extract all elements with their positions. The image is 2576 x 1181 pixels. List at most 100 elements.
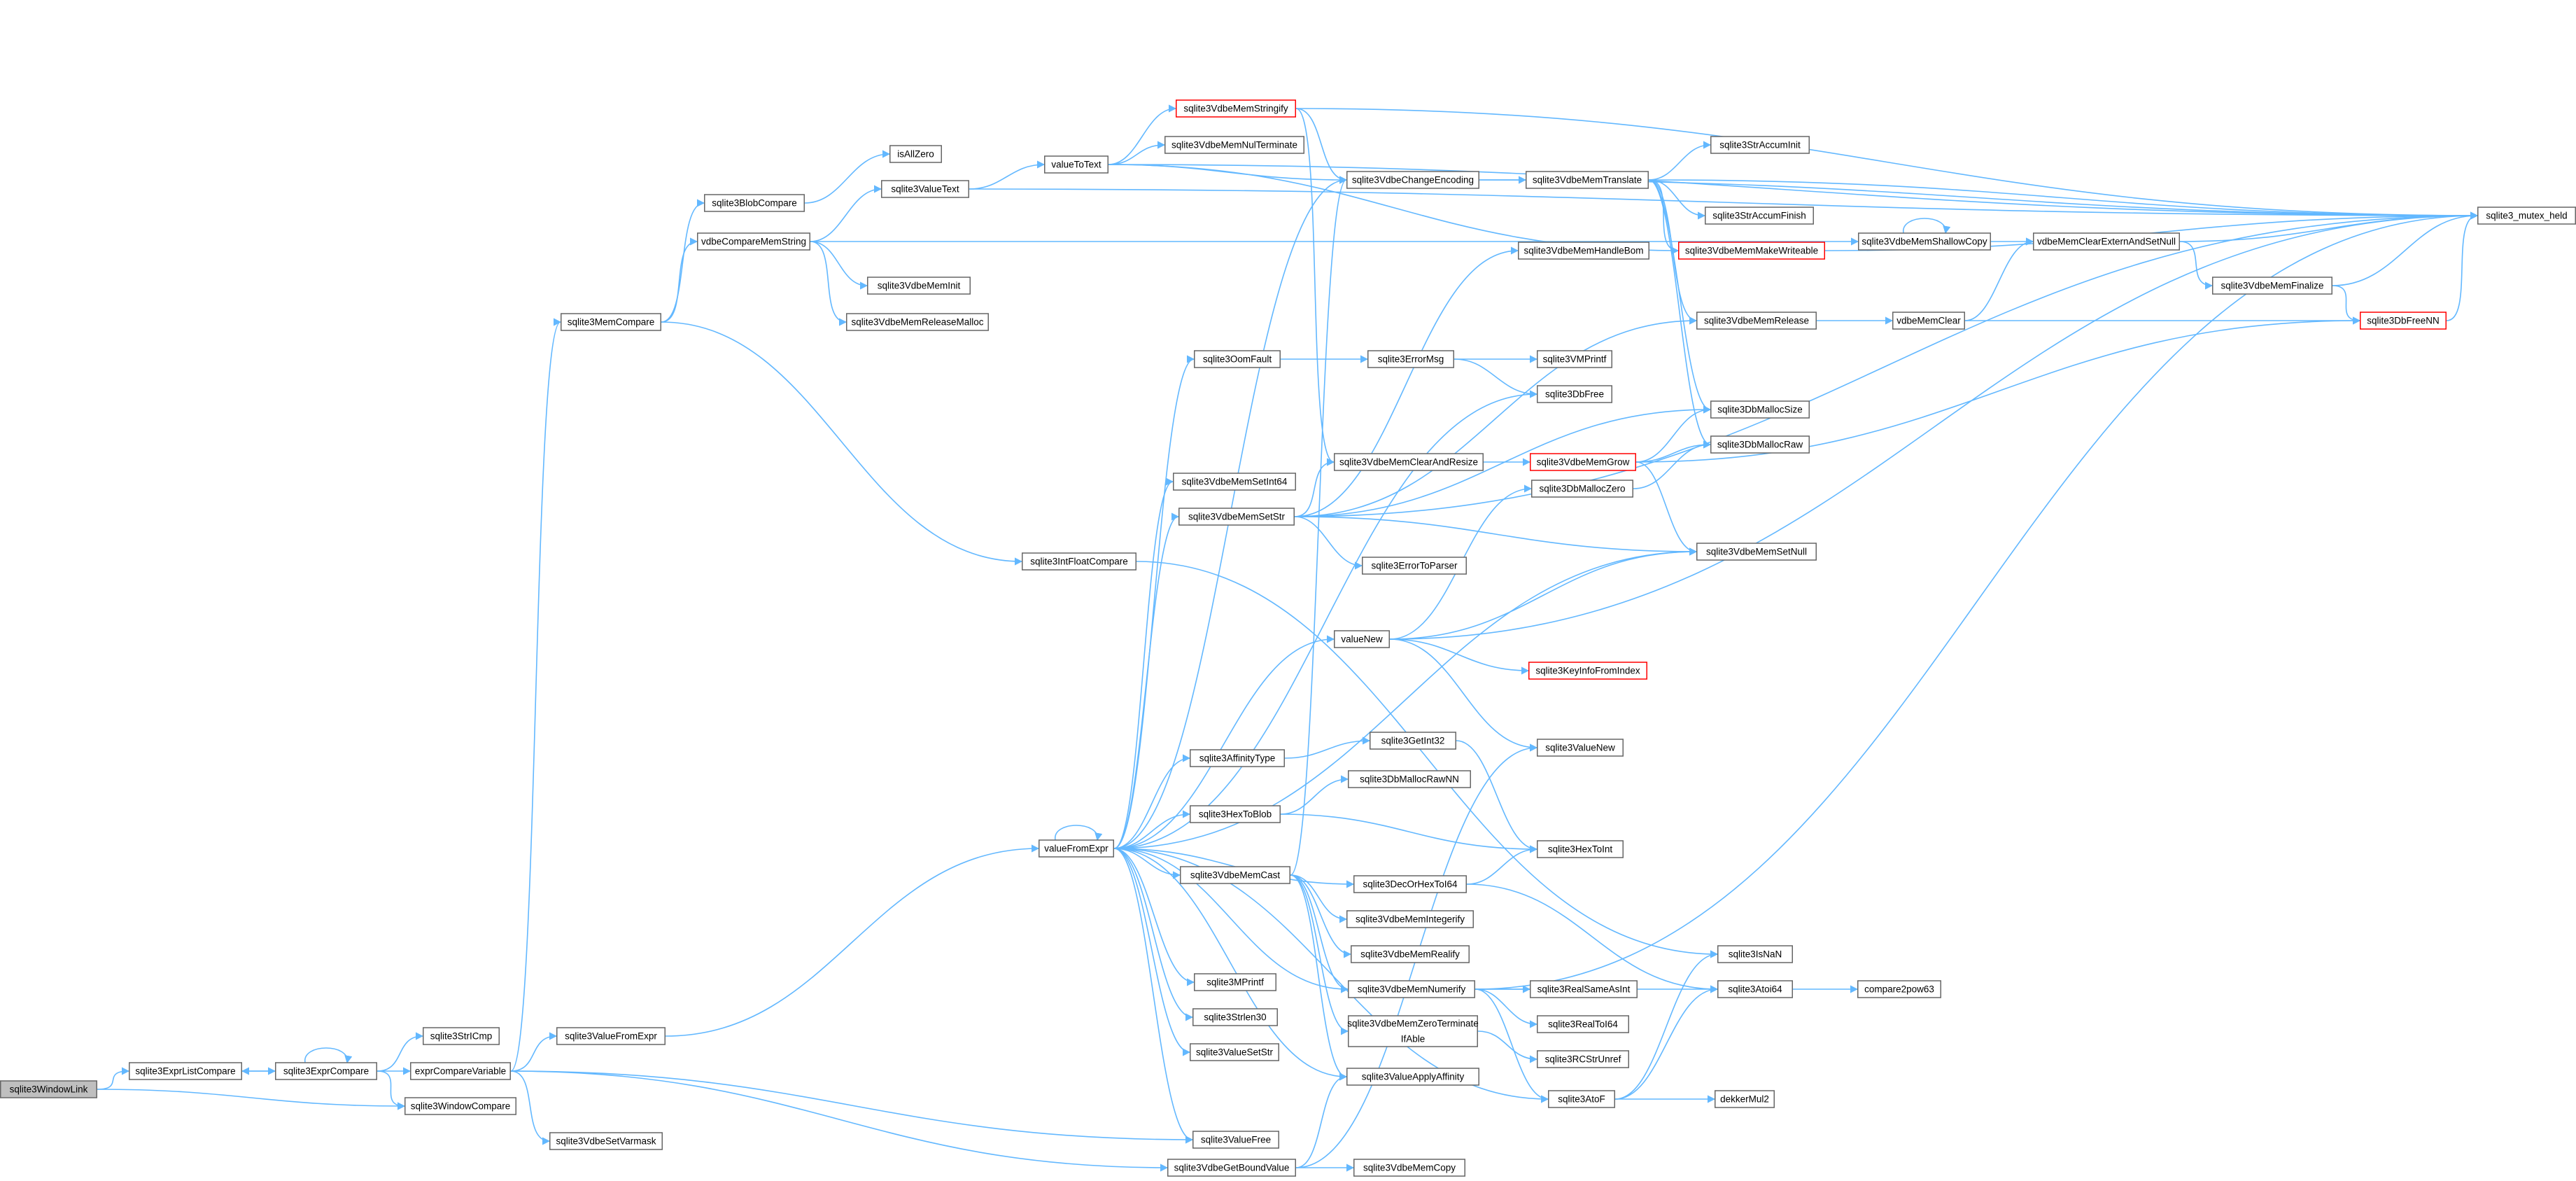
node-sqlite3VdbeMemMakeWriteable[interactable]: sqlite3VdbeMemMakeWriteable	[1678, 242, 1825, 260]
node-label: sqlite3Strlen30	[1204, 1012, 1266, 1023]
node-sqlite3StrAccumInit[interactable]: sqlite3StrAccumInit	[1710, 136, 1810, 154]
node-sqlite3WindowLink[interactable]: sqlite3WindowLink	[0, 1080, 97, 1098]
node-sqlite3VdbeMemFinalize[interactable]: sqlite3VdbeMemFinalize	[2212, 277, 2332, 295]
node-sqlite3AtoF[interactable]: sqlite3AtoF	[1548, 1090, 1615, 1108]
node-sqlite3VdbeMemCopy[interactable]: sqlite3VdbeMemCopy	[1353, 1159, 1465, 1177]
node-sqlite3VdbeMemIntegerify[interactable]: sqlite3VdbeMemIntegerify	[1346, 910, 1474, 928]
node-label: sqlite3VdbeMemCast	[1190, 870, 1281, 881]
node-box	[867, 277, 971, 295]
node-sqlite3Strlen30[interactable]: sqlite3Strlen30	[1192, 1008, 1278, 1026]
node-sqlite3VMPrintf[interactable]: sqlite3VMPrintf	[1537, 350, 1612, 368]
node-sqlite3VdbeMemInit[interactable]: sqlite3VdbeMemInit	[867, 277, 971, 295]
node-sqlite3VdbeMemReleaseMalloc[interactable]: sqlite3VdbeMemReleaseMalloc	[846, 313, 989, 331]
node-sqlite3IntFloatCompare[interactable]: sqlite3IntFloatCompare	[1022, 552, 1136, 571]
node-sqlite3VdbeMemCast[interactable]: sqlite3VdbeMemCast	[1180, 866, 1290, 884]
node-label: compare2pow63	[1864, 984, 1934, 995]
node-sqlite3HexToBlob[interactable]: sqlite3HexToBlob	[1190, 805, 1281, 823]
node-box	[1167, 1159, 1296, 1177]
node-box	[1678, 242, 1825, 260]
node-sqlite3IsNaN[interactable]: sqlite3IsNaN	[1717, 945, 1793, 963]
node-sqlite3ValueApplyAffinity[interactable]: sqlite3ValueApplyAffinity	[1346, 1068, 1479, 1086]
node-sqlite3VdbeMemStringify[interactable]: sqlite3VdbeMemStringify	[1176, 99, 1296, 118]
node-sqlite3ErrorToParser[interactable]: sqlite3ErrorToParser	[1362, 557, 1467, 575]
node-sqlite3VdbeMemTranslate[interactable]: sqlite3VdbeMemTranslate	[1526, 171, 1649, 189]
node-box	[1528, 662, 1647, 680]
node-sqlite3ErrorMsg[interactable]: sqlite3ErrorMsg	[1367, 350, 1454, 368]
node-sqlite3MPrintf[interactable]: sqlite3MPrintf	[1194, 973, 1276, 991]
node-label: sqlite3VdbeMemGrow	[1537, 457, 1630, 468]
node-sqlite3WindowCompare[interactable]: sqlite3WindowCompare	[404, 1097, 516, 1115]
node-vdbeCompareMemString[interactable]: vdbeCompareMemString	[697, 232, 810, 251]
edge-sqlite3VdbeMemTranslate-to-sqlite3_mutex_held	[1648, 179, 2479, 220]
node-sqlite3VdbeMemSetInt64[interactable]: sqlite3VdbeMemSetInt64	[1173, 473, 1296, 491]
node-sqlite3VdbeChangeEncoding[interactable]: sqlite3VdbeChangeEncoding	[1346, 171, 1479, 189]
node-vdbeMemClearExternAndSetNull[interactable]: vdbeMemClearExternAndSetNull	[2033, 232, 2180, 251]
node-label: sqlite3WindowLink	[10, 1084, 88, 1095]
node-sqlite3VdbeSetVarmask[interactable]: sqlite3VdbeSetVarmask	[549, 1132, 663, 1150]
node-sqlite3DbMallocRawNN[interactable]: sqlite3DbMallocRawNN	[1348, 770, 1471, 788]
node-sqlite3MemCompare[interactable]: sqlite3MemCompare	[561, 313, 661, 331]
node-sqlite3VdbeMemHandleBom[interactable]: sqlite3VdbeMemHandleBom	[1518, 242, 1649, 260]
node-sqlite3ValueSetStr[interactable]: sqlite3ValueSetStr	[1190, 1043, 1279, 1061]
node-sqlite3VdbeMemNulTerminate[interactable]: sqlite3VdbeMemNulTerminate	[1164, 136, 1304, 154]
node-sqlite3VdbeMemShallowCopy[interactable]: sqlite3VdbeMemShallowCopy	[1858, 232, 1991, 251]
node-sqlite3DbFree[interactable]: sqlite3DbFree	[1537, 385, 1612, 403]
node-sqlite3VdbeMemGrow[interactable]: sqlite3VdbeMemGrow	[1530, 453, 1636, 471]
node-sqlite3VdbeGetBoundValue[interactable]: sqlite3VdbeGetBoundValue	[1167, 1159, 1296, 1177]
node-sqlite3StrICmp[interactable]: sqlite3StrICmp	[423, 1027, 500, 1045]
node-sqlite3ValueNew[interactable]: sqlite3ValueNew	[1537, 739, 1624, 757]
node-label: sqlite3RealSameAsInt	[1537, 984, 1631, 995]
node-sqlite3OomFault[interactable]: sqlite3OomFault	[1194, 350, 1281, 368]
node-sqlite3_mutex_held[interactable]: sqlite3_mutex_held	[2477, 207, 2576, 225]
edge-sqlite3VdbeMemTranslate-to-sqlite3StrAccumFinish	[1648, 179, 1706, 220]
node-sqlite3DbMallocZero[interactable]: sqlite3DbMallocZero	[1531, 480, 1633, 498]
node-sqlite3DbMallocRaw[interactable]: sqlite3DbMallocRaw	[1710, 435, 1810, 454]
node-box	[1362, 557, 1467, 575]
node-dekkerMul2[interactable]: dekkerMul2	[1715, 1090, 1775, 1108]
node-valueFromExpr[interactable]: valueFromExpr	[1039, 839, 1114, 858]
edge-valueFromExpr-to-sqlite3ValueSetStr	[1113, 848, 1191, 1056]
node-sqlite3ValueFromExpr[interactable]: sqlite3ValueFromExpr	[556, 1027, 666, 1045]
edge-sqlite3IntFloatCompare-to-sqlite3IsNaN	[1136, 561, 1719, 958]
node-compare2pow63[interactable]: compare2pow63	[1857, 980, 1941, 998]
node-sqlite3ValueFree[interactable]: sqlite3ValueFree	[1192, 1131, 1279, 1149]
node-vdbeMemClear[interactable]: vdbeMemClear	[1892, 312, 1965, 330]
node-sqlite3ValueText[interactable]: sqlite3ValueText	[881, 180, 969, 198]
node-isAllZero[interactable]: isAllZero	[889, 145, 942, 163]
node-valueNew[interactable]: valueNew	[1334, 630, 1390, 648]
edge-sqlite3VdbeMemFinalize-to-sqlite3DbFreeNN	[2332, 285, 2361, 325]
node-valueToText[interactable]: valueToText	[1044, 155, 1108, 174]
node-sqlite3VdbeMemSetStr[interactable]: sqlite3VdbeMemSetStr	[1178, 508, 1295, 526]
node-sqlite3VdbeMemRelease[interactable]: sqlite3VdbeMemRelease	[1696, 312, 1817, 330]
node-box	[881, 180, 969, 198]
node-sqlite3RCStrUnref[interactable]: sqlite3RCStrUnref	[1537, 1050, 1629, 1068]
node-sqlite3StrAccumFinish[interactable]: sqlite3StrAccumFinish	[1705, 207, 1814, 225]
node-exprCompareVariable[interactable]: exprCompareVariable	[410, 1062, 511, 1080]
node-sqlite3RealToI64[interactable]: sqlite3RealToI64	[1537, 1015, 1629, 1033]
node-sqlite3RealSameAsInt[interactable]: sqlite3RealSameAsInt	[1530, 980, 1638, 998]
edge-sqlite3VdbeMemTranslate-to-sqlite3DbMallocSize	[1648, 179, 1712, 414]
node-box	[1348, 980, 1475, 998]
edge-sqlite3VdbeMemTranslate-to-sqlite3StrAccumInit	[1648, 141, 1712, 181]
node-sqlite3DbMallocSize[interactable]: sqlite3DbMallocSize	[1710, 400, 1810, 419]
node-sqlite3DecOrHexToI64[interactable]: sqlite3DecOrHexToI64	[1353, 875, 1467, 893]
node-box	[423, 1027, 500, 1045]
node-sqlite3VdbeMemRealify[interactable]: sqlite3VdbeMemRealify	[1351, 945, 1470, 963]
edge-sqlite3VdbeMemSetStr-to-sqlite3VdbeMemClearAndResize	[1294, 458, 1335, 517]
node-sqlite3KeyInfoFromIndex[interactable]: sqlite3KeyInfoFromIndex	[1528, 662, 1647, 680]
node-sqlite3GetInt32[interactable]: sqlite3GetInt32	[1370, 732, 1456, 750]
node-sqlite3VdbeMemSetNull[interactable]: sqlite3VdbeMemSetNull	[1696, 543, 1817, 561]
node-sqlite3ExprCompare[interactable]: sqlite3ExprCompare	[275, 1062, 377, 1080]
node-sqlite3VdbeMemNumerify[interactable]: sqlite3VdbeMemNumerify	[1348, 980, 1475, 998]
node-box	[1857, 980, 1941, 998]
node-label: valueFromExpr	[1044, 844, 1108, 854]
node-sqlite3DbFreeNN[interactable]: sqlite3DbFreeNN	[2360, 312, 2447, 330]
node-sqlite3AffinityType[interactable]: sqlite3AffinityType	[1190, 749, 1285, 767]
node-sqlite3HexToInt[interactable]: sqlite3HexToInt	[1537, 840, 1624, 858]
node-sqlite3VdbeMemClearAndResize[interactable]: sqlite3VdbeMemClearAndResize	[1334, 453, 1484, 471]
node-sqlite3Atoi64[interactable]: sqlite3Atoi64	[1717, 980, 1793, 998]
edge-vdbeCompareMemString-to-sqlite3ValueText	[810, 185, 882, 242]
node-sqlite3BlobCompare[interactable]: sqlite3BlobCompare	[704, 194, 805, 212]
node-sqlite3ExprListCompare[interactable]: sqlite3ExprListCompare	[129, 1062, 242, 1080]
